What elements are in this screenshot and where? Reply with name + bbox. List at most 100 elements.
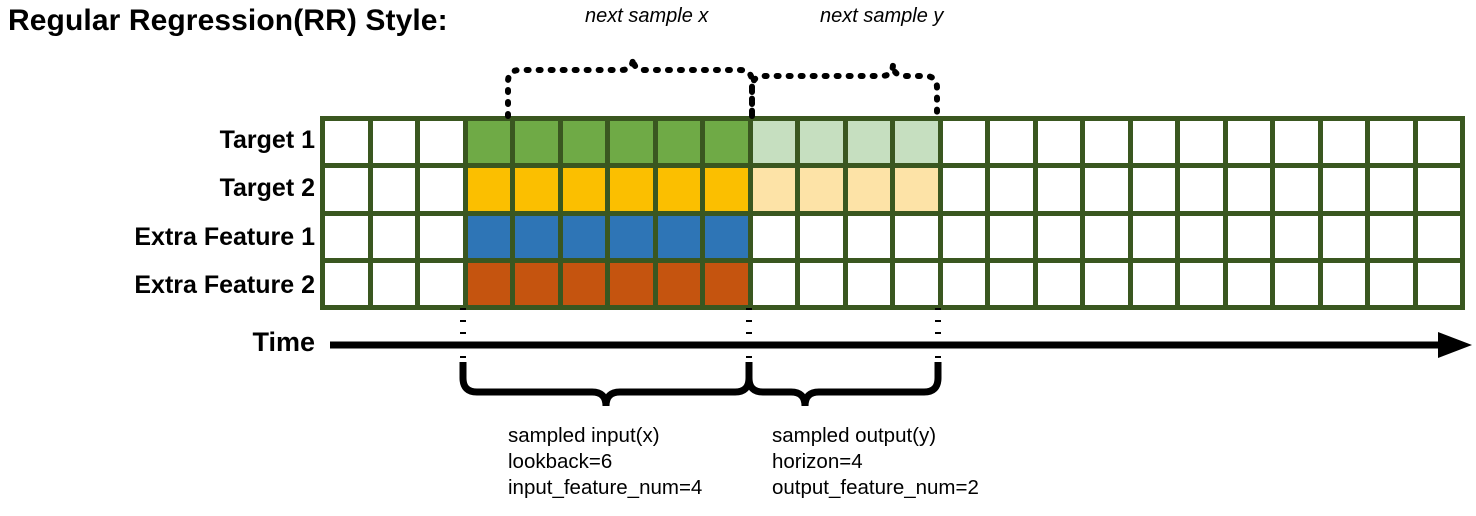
grid-cell-extra1-5: [515, 215, 558, 258]
grid-cell-extra2-22: [1322, 262, 1365, 305]
grid-cell-extra2-2: [372, 262, 415, 305]
time-axis-label: Time: [252, 327, 315, 357]
row-label-extra-feature-2: Extra Feature 2: [134, 271, 315, 299]
grid-cell-target2-16: [1037, 168, 1080, 211]
grid-cell-target1-18: [1132, 121, 1175, 164]
grid-cell-target1-20: [1227, 121, 1270, 164]
brace-next-sample-x: [505, 57, 755, 119]
grid-cell-extra2-7: [610, 262, 653, 305]
grid-cell-target1-8: [657, 121, 700, 164]
grid-cell-target2-7: [610, 168, 653, 211]
grid-cell-target1-10: [752, 121, 795, 164]
grid-cell-extra1-21: [1275, 215, 1318, 258]
grid-cell-extra2-20: [1227, 262, 1270, 305]
page-title: Regular Regression(RR) Style:: [8, 4, 448, 37]
grid-cell-extra1-17: [1085, 215, 1128, 258]
grid-cell-extra1-4: [467, 215, 510, 258]
grid-cell-extra2-19: [1180, 262, 1223, 305]
grid-cell-extra2-8: [657, 262, 700, 305]
grid-cell-target1-9: [705, 121, 748, 164]
grid-cell-target2-5: [515, 168, 558, 211]
grid-cell-extra2-10: [752, 262, 795, 305]
grid-cell-target2-13: [895, 168, 938, 211]
grid-cell-target1-22: [1322, 121, 1365, 164]
grid-cell-target2-22: [1322, 168, 1365, 211]
time-axis-arrow: [330, 332, 1472, 358]
grid-cell-extra1-8: [657, 215, 700, 258]
grid-cell-extra1-23: [1370, 215, 1413, 258]
grid-cell-extra1-13: [895, 215, 938, 258]
grid-cell-target2-6: [562, 168, 605, 211]
grid-cell-target2-8: [657, 168, 700, 211]
grid-cell-extra2-6: [562, 262, 605, 305]
timeseries-grid: [320, 116, 1465, 310]
grid-cell-target2-10: [752, 168, 795, 211]
grid-cell-target2-1: [325, 168, 368, 211]
grid-cell-target1-11: [800, 121, 843, 164]
grid-cell-target2-14: [942, 168, 985, 211]
grid-cell-target2-2: [372, 168, 415, 211]
grid-cell-extra1-6: [562, 215, 605, 258]
grid-cell-extra1-15: [990, 215, 1033, 258]
grid-cell-target1-21: [1275, 121, 1318, 164]
grid-cell-target1-23: [1370, 121, 1413, 164]
grid-cell-target2-23: [1370, 168, 1413, 211]
grid-cell-target2-3: [420, 168, 463, 211]
grid-cell-target1-5: [515, 121, 558, 164]
grid-cell-extra2-16: [1037, 262, 1080, 305]
grid-cell-extra2-3: [420, 262, 463, 305]
grid-cell-target2-15: [990, 168, 1033, 211]
grid-cell-target1-12: [847, 121, 890, 164]
grid-cell-extra1-14: [942, 215, 985, 258]
grid-cell-extra1-9: [705, 215, 748, 258]
grid-cell-extra1-19: [1180, 215, 1223, 258]
grid-cell-target1-2: [372, 121, 415, 164]
grid-cell-target1-3: [420, 121, 463, 164]
grid-cell-extra1-7: [610, 215, 653, 258]
grid-cell-target1-17: [1085, 121, 1128, 164]
grid-cell-target1-4: [467, 121, 510, 164]
grid-cell-target2-19: [1180, 168, 1223, 211]
grid-cell-extra1-24: [1417, 215, 1460, 258]
brace-next-sample-y: [749, 63, 940, 119]
grid-cell-extra2-17: [1085, 262, 1128, 305]
annotation-next-sample-x: next sample x: [585, 5, 709, 27]
row-label-target-2: Target 2: [219, 174, 315, 202]
grid-cell-target1-16: [1037, 121, 1080, 164]
grid-cell-target2-4: [467, 168, 510, 211]
grid-cell-extra1-11: [800, 215, 843, 258]
grid-cell-extra1-1: [325, 215, 368, 258]
grid-cell-extra1-20: [1227, 215, 1270, 258]
grid-cell-extra2-12: [847, 262, 890, 305]
annotation-sampled-input: sampled input(x) lookback=6 input_featur…: [508, 424, 703, 499]
grid-cell-extra1-10: [752, 215, 795, 258]
grid-cell-extra2-21: [1275, 262, 1318, 305]
grid-cell-extra2-23: [1370, 262, 1413, 305]
grid-cell-extra2-9: [705, 262, 748, 305]
row-label-target-1: Target 1: [219, 126, 315, 154]
brace-sampled-input: [459, 362, 753, 407]
grid-cell-target2-20: [1227, 168, 1270, 211]
grid-cell-target1-24: [1417, 121, 1460, 164]
row-label-extra-feature-1: Extra Feature 1: [134, 223, 315, 251]
grid-cell-extra1-12: [847, 215, 890, 258]
bottom-brace-group: [459, 308, 942, 407]
grid-cell-target1-1: [325, 121, 368, 164]
grid-cell-extra2-13: [895, 262, 938, 305]
grid-cell-extra2-1: [325, 262, 368, 305]
grid-cell-extra2-14: [942, 262, 985, 305]
grid-cell-target1-19: [1180, 121, 1223, 164]
top-brace-group: [505, 57, 940, 119]
grid-cell-target2-17: [1085, 168, 1128, 211]
annotation-next-sample-y: next sample y: [820, 5, 944, 27]
grid-cell-target1-15: [990, 121, 1033, 164]
grid-cell-extra2-4: [467, 262, 510, 305]
grid-cell-extra1-22: [1322, 215, 1365, 258]
grid-cell-target2-24: [1417, 168, 1460, 211]
grid-cell-extra2-5: [515, 262, 558, 305]
grid-cell-extra2-15: [990, 262, 1033, 305]
grid-cell-target2-18: [1132, 168, 1175, 211]
grid-cell-target2-21: [1275, 168, 1318, 211]
grid-cell-extra1-2: [372, 215, 415, 258]
